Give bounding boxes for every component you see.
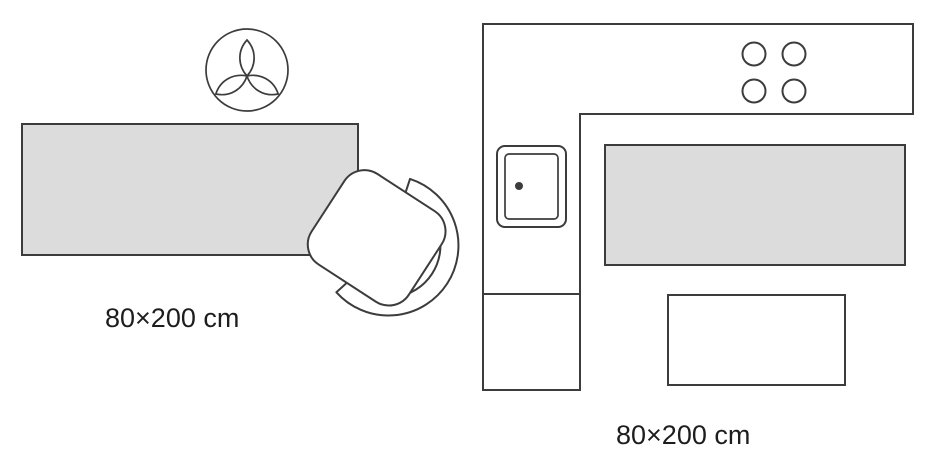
right-rug-size-label: 80×200 cm [616,420,751,450]
burner [781,78,807,104]
sink-knob-dot [515,182,523,190]
plant-leaf [214,74,249,96]
table-outline [667,294,846,386]
chair-seat [306,169,447,307]
plant-leaf [239,38,255,78]
left-rug-size-label: 80×200 cm [105,303,240,333]
plant-leaf [245,74,280,96]
sink-icon [496,145,567,228]
right-scene [482,23,914,391]
plant-icon [205,28,289,112]
sink-inner [504,153,559,220]
burner [741,41,767,67]
burner [741,78,767,104]
rug-left [21,123,359,256]
kitchen-counter-outline [482,23,914,391]
stove-burners-icon [741,41,807,104]
plant-circle [205,28,289,112]
burner [781,41,807,67]
sink-outer [496,145,567,228]
rug-right [604,144,906,266]
armchair-icon [306,169,460,317]
left-scene [21,28,460,317]
